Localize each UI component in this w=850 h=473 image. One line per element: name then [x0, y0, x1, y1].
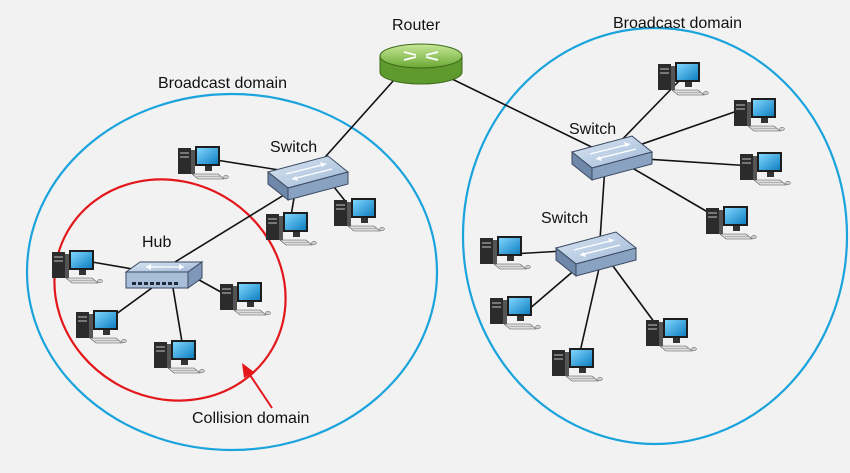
desktop-computer-icon [75, 309, 127, 344]
desktop-computer-icon [551, 347, 603, 382]
broadcast-domain-left-label: Broadcast domain [158, 75, 287, 92]
desktop-computer-icon [739, 151, 791, 186]
router-label: Router [392, 17, 441, 34]
desktop-computer-icon [333, 197, 385, 232]
network-links [91, 77, 753, 353]
desktop-computer-icon [177, 145, 229, 180]
desktop-computer-icon [265, 211, 317, 246]
desktop-computer-icon [489, 295, 541, 330]
desktop-computer-icon [153, 339, 205, 374]
collision-domain-outline [53, 178, 287, 402]
switch-left-icon [267, 155, 349, 201]
switch-right-bottom-icon [555, 231, 637, 277]
router-icon [379, 43, 463, 85]
hub-icon [124, 261, 204, 289]
desktop-computer-icon [657, 61, 709, 96]
broadcast-domain-left-outline [25, 92, 439, 452]
collision-domain-label: Collision domain [192, 410, 309, 427]
desktop-computer-icon [219, 281, 271, 316]
hub-label: Hub [142, 234, 171, 251]
broadcast-domain-right-outline [461, 26, 849, 446]
switch-left-label: Switch [270, 139, 317, 156]
switch-right-bottom-label: Switch [541, 210, 588, 227]
desktop-computer-icon [645, 317, 697, 352]
desktop-computer-icon [51, 249, 103, 284]
switch-right-top-label: Switch [569, 121, 616, 138]
desktop-computer-icon [733, 97, 785, 132]
desktop-computer-icon [479, 235, 531, 270]
collision-pointer-arrow [242, 363, 273, 409]
desktop-computer-icon [705, 205, 757, 240]
broadcast-domain-right-label: Broadcast domain [613, 15, 742, 32]
